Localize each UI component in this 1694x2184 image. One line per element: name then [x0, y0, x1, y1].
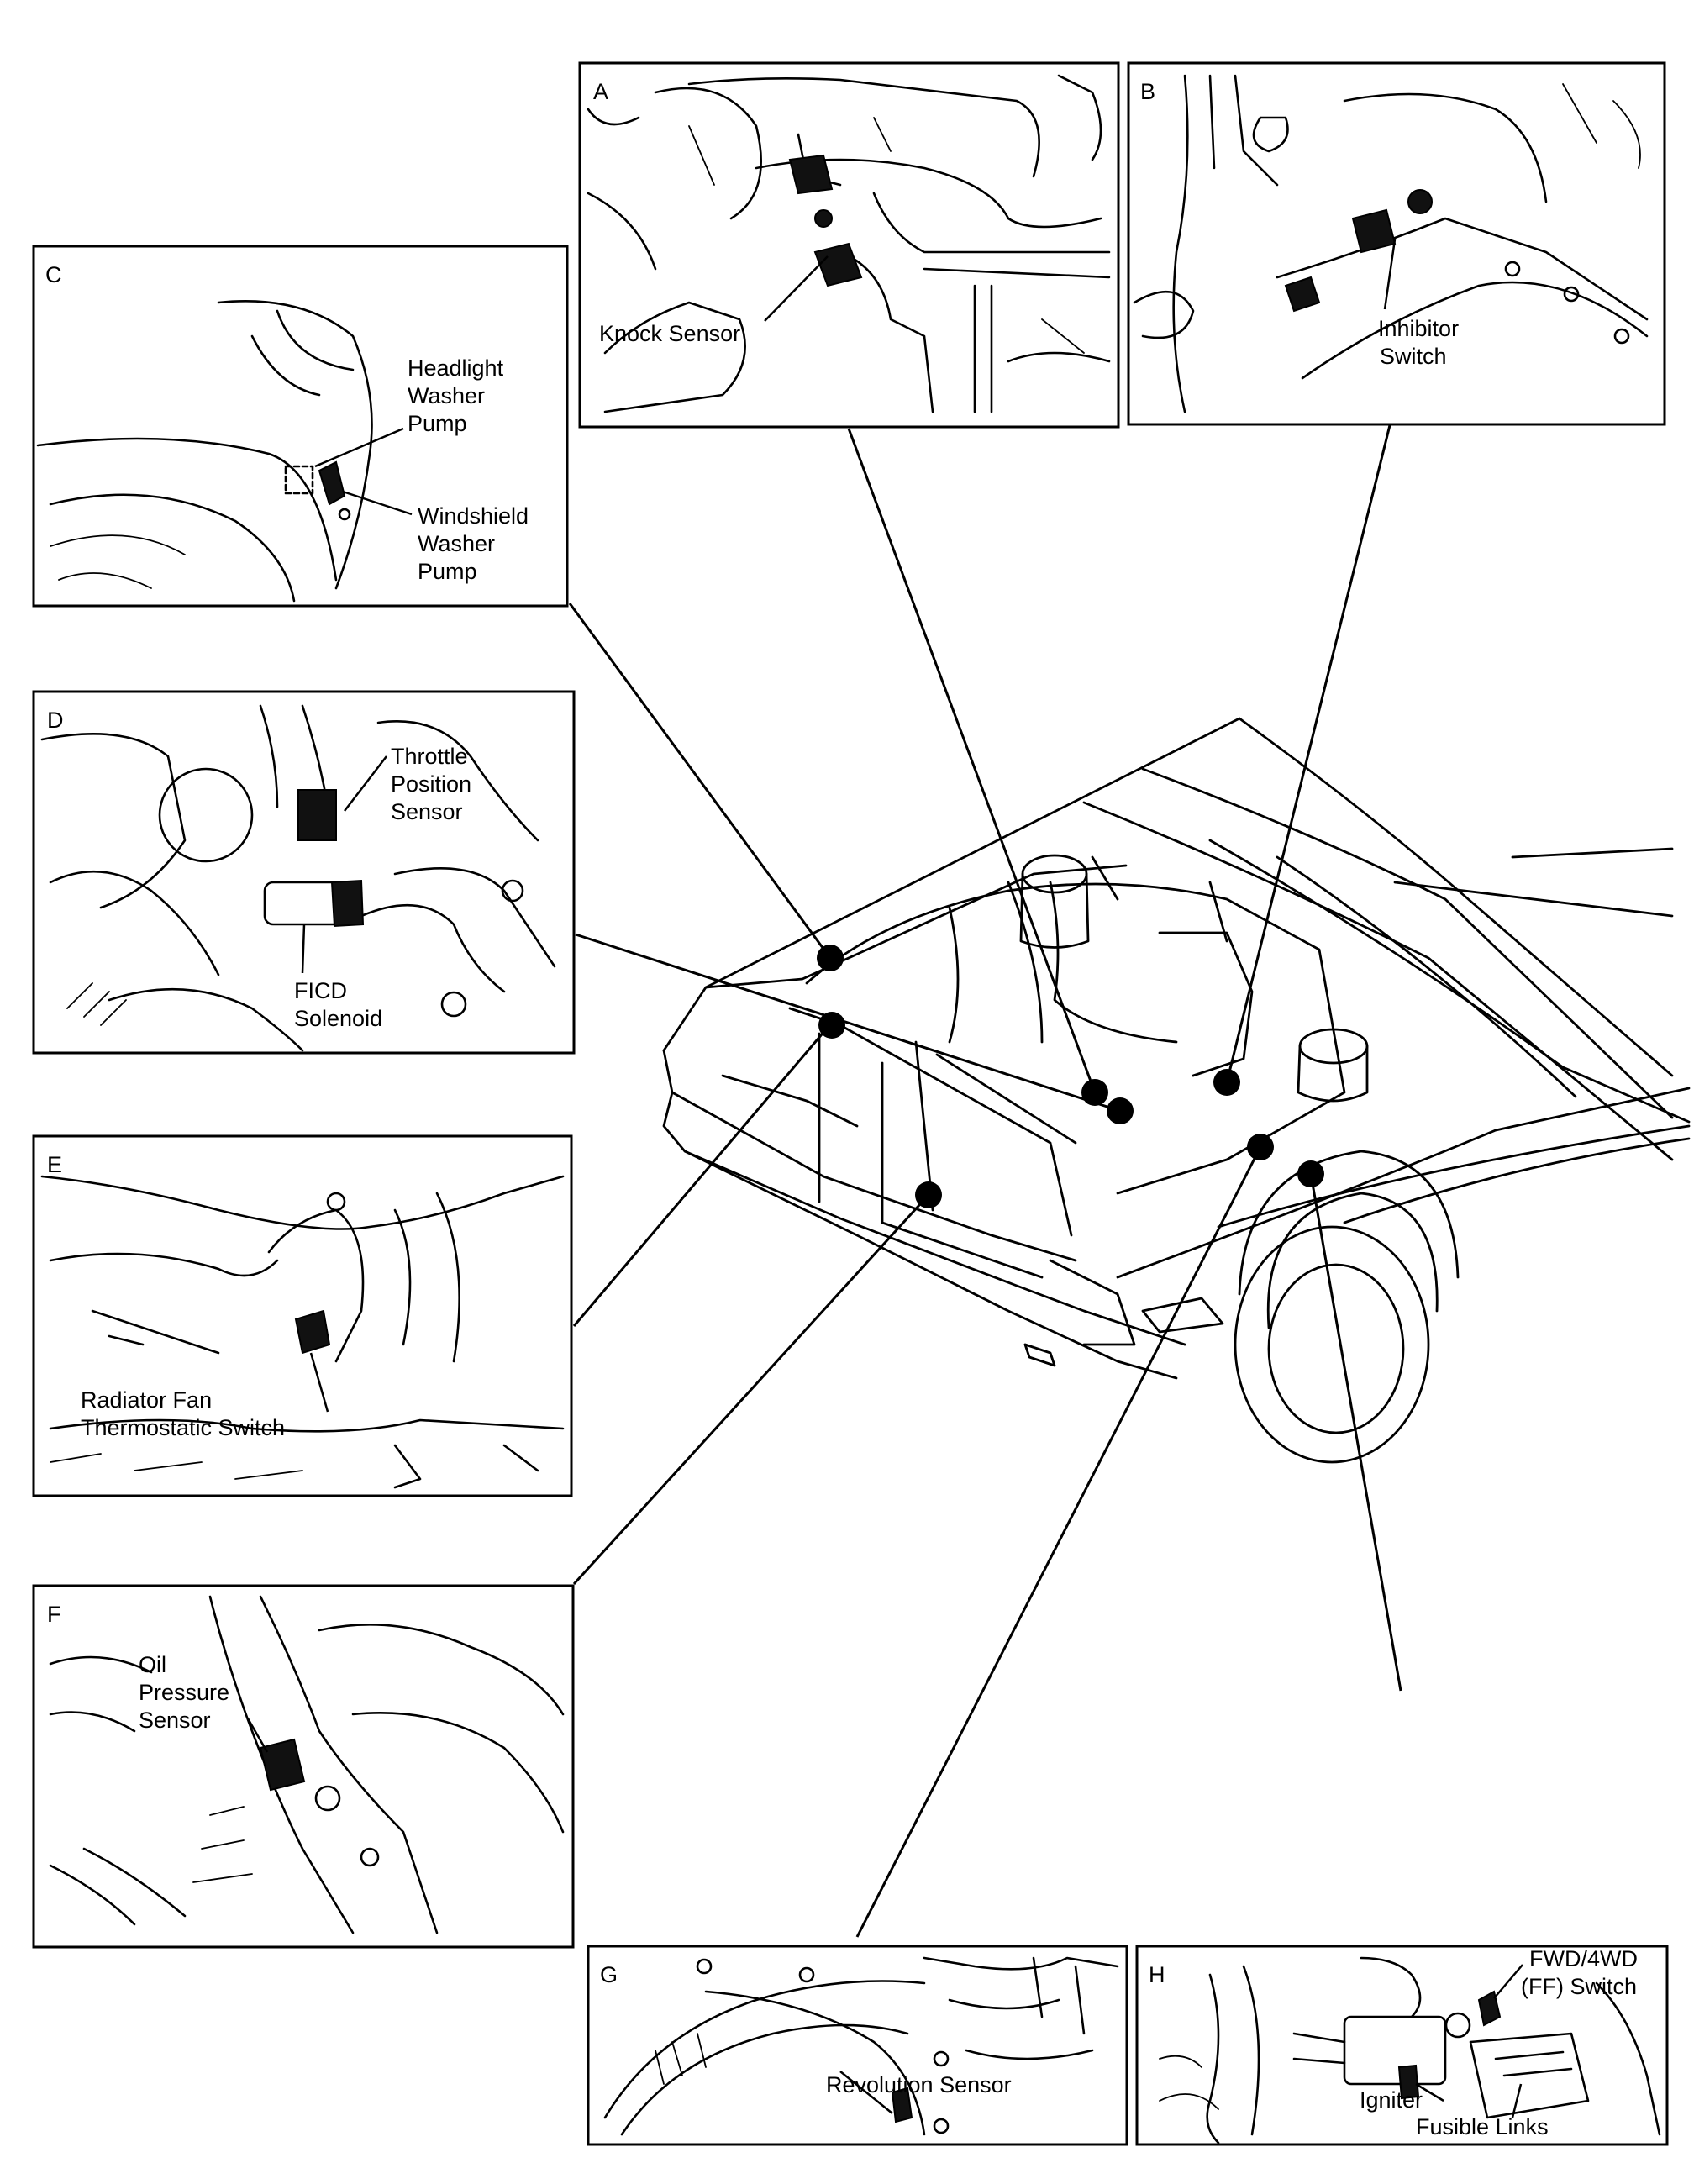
radiator-fan-thermostatic-switch-label-line1: Radiator Fan	[81, 1387, 212, 1413]
windshield-washer-pump-label-line3: Pump	[418, 559, 477, 584]
panel-d-letter: D	[47, 708, 64, 733]
panel-b-letter: B	[1140, 79, 1155, 104]
panel-f-letter: F	[47, 1602, 61, 1627]
location-dot-e	[818, 1012, 845, 1039]
panel-g-letter: G	[600, 1962, 618, 1987]
car-illustration	[662, 717, 1691, 1464]
headlight-washer-pump-label-line3: Pump	[408, 411, 467, 436]
connector-lines	[568, 421, 1402, 1938]
fwd-4wd-switch-label-line2: (FF) Switch	[1521, 1974, 1637, 1999]
panel-a-letter: A	[593, 79, 608, 104]
location-dots	[817, 945, 1324, 1208]
panel-a: A Knock Sensor	[578, 61, 1120, 429]
oil-pressure-sensor-label-line3: Sensor	[139, 1708, 211, 1733]
revolution-sensor-label: Revolution Sensor	[826, 2072, 1012, 2097]
panel-e-letter: E	[47, 1152, 62, 1177]
panel-d: D Throttle Position Sensor FICD Solenoid	[32, 690, 576, 1055]
throttle-position-sensor-label-line1: Throttle	[391, 744, 468, 769]
ficd-solenoid-label-line2: Solenoid	[294, 1006, 382, 1031]
panel-h-letter: H	[1149, 1962, 1165, 1987]
throttle-position-sensor-label-line2: Position	[391, 771, 471, 797]
location-dot-h	[1297, 1160, 1324, 1187]
panel-f: F Oil Pressure Sensor	[32, 1584, 575, 1949]
throttle-position-sensor-label-line3: Sensor	[391, 799, 463, 824]
fusible-links-label: Fusible Links	[1416, 2114, 1549, 2139]
location-dot-a	[1081, 1079, 1108, 1106]
location-dot-d	[1107, 1097, 1134, 1124]
headlight-washer-pump-label-line2: Washer	[408, 383, 485, 408]
panel-e: E Radiator Fan Thermostatic Switch	[32, 1134, 573, 1497]
location-dot-c	[817, 945, 844, 971]
igniter-label: Igniter	[1360, 2087, 1423, 2113]
panel-b: B Inhibitor Switch	[1127, 61, 1666, 426]
headlight-washer-pump-label-line1: Headlight	[408, 355, 504, 381]
location-dot-b	[1213, 1069, 1240, 1096]
panel-c-letter: C	[45, 262, 62, 287]
location-dot-f	[915, 1181, 942, 1208]
oil-pressure-sensor-label-line2: Pressure	[139, 1680, 229, 1705]
location-dot-g	[1247, 1134, 1274, 1160]
panel-h: H FWD/4WD (FF) Switch Igniter Fusible Li…	[1135, 1945, 1669, 2146]
radiator-fan-thermostatic-switch-label-line2: Thermostatic Switch	[81, 1415, 285, 1440]
oil-pressure-sensor-label-line1: Oil	[139, 1652, 166, 1677]
windshield-washer-pump-label-line2: Washer	[418, 531, 495, 556]
windshield-washer-pump-label-line1: Windshield	[418, 503, 529, 529]
ficd-solenoid-label-line1: FICD	[294, 978, 347, 1003]
inhibitor-switch-label-line1: Inhibitor	[1378, 316, 1459, 341]
fwd-4wd-switch-label-line1: FWD/4WD	[1529, 1946, 1638, 1971]
inhibitor-switch-label-line2: Switch	[1380, 344, 1447, 369]
knock-sensor-label: Knock Sensor	[599, 321, 740, 346]
panel-c: C Headlight Washer Pump Windshield Washe…	[32, 245, 569, 608]
panel-g: G Revolution Sensor	[587, 1945, 1128, 2146]
